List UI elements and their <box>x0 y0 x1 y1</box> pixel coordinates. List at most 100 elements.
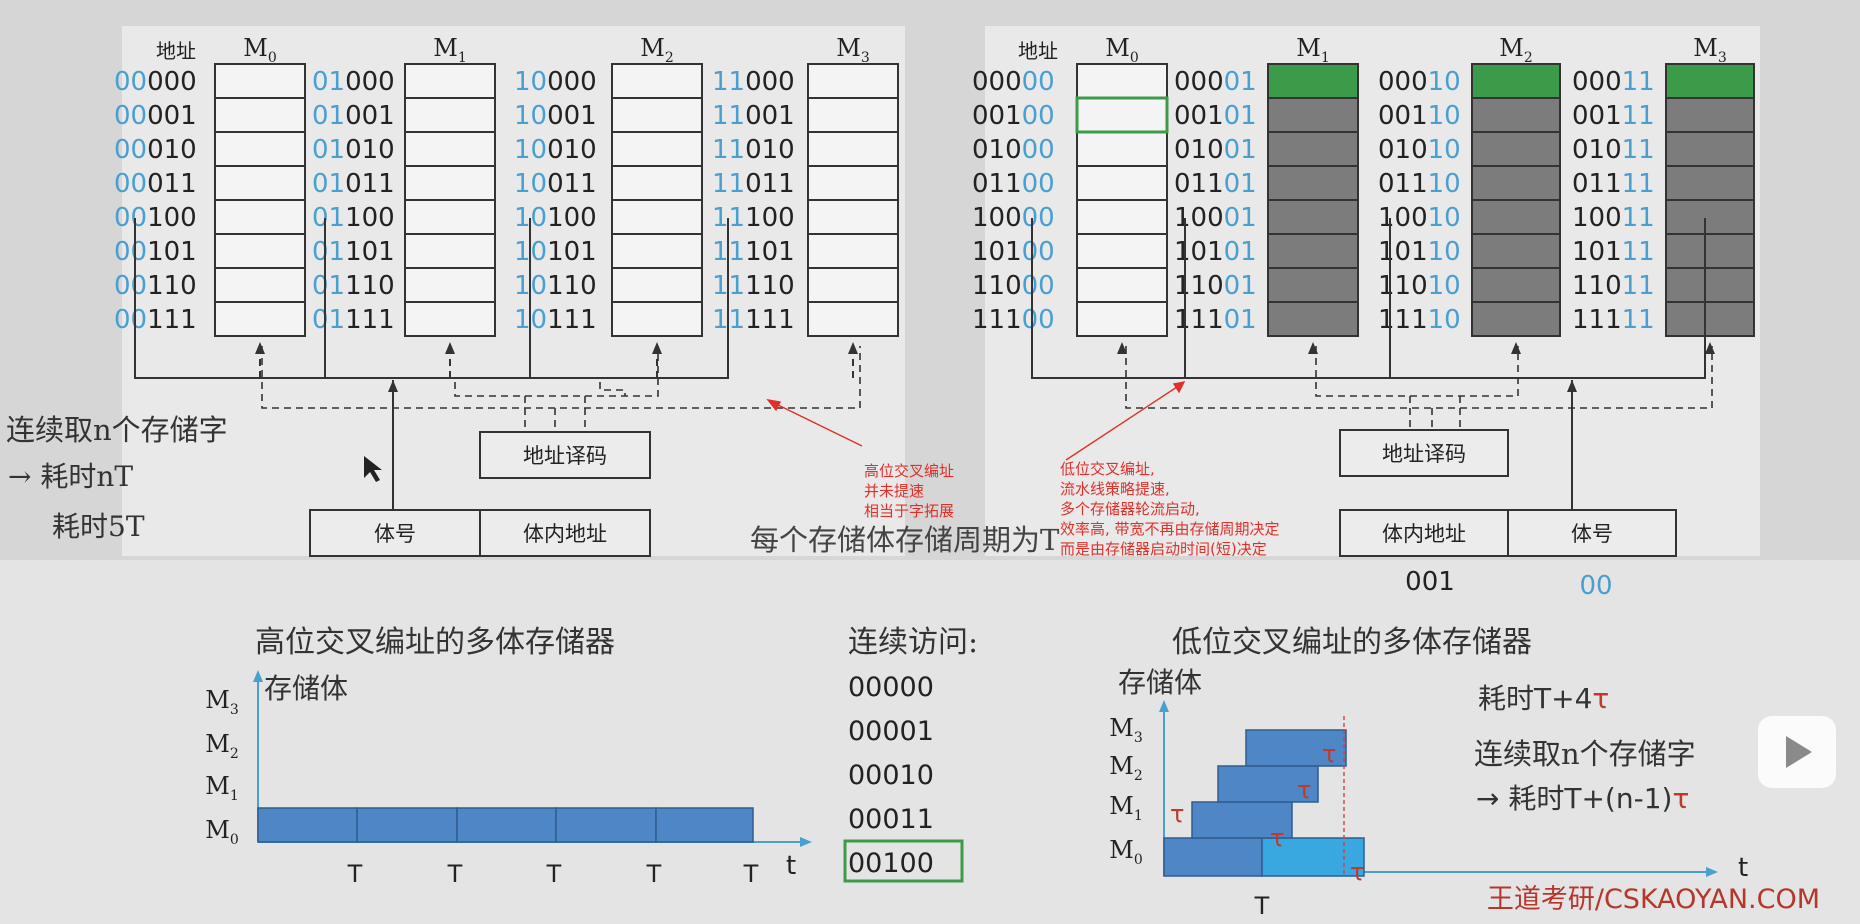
memory-cell <box>1076 165 1168 201</box>
address-label: 10111 <box>514 305 597 335</box>
address-suffix: 101 <box>345 237 395 267</box>
address-label: 00001 <box>114 101 197 131</box>
address-prefix: 01 <box>312 305 345 335</box>
address-suffix: 01 <box>1224 203 1257 233</box>
timing-bar <box>555 807 657 843</box>
memory-cell <box>404 199 496 235</box>
memory-cell <box>807 233 899 269</box>
memory-cell <box>1471 131 1561 167</box>
memory-cell <box>611 301 703 337</box>
address-suffix: 001 <box>345 101 395 131</box>
memory-cell <box>1665 165 1755 201</box>
highlight-cell <box>1075 96 1169 134</box>
address-label: 10010 <box>514 135 597 165</box>
address-suffix: 10 <box>1428 203 1461 233</box>
annotation-low-line: 低位交叉编址, <box>1060 460 1155 478</box>
memory-cell <box>807 301 899 337</box>
address-label: 00011 <box>1572 67 1655 97</box>
address-label: 00101 <box>114 237 197 267</box>
address-prefix: 011 <box>1572 169 1622 199</box>
bank-name: M3 <box>836 34 870 66</box>
bank-subscript: 3 <box>1718 50 1727 66</box>
pipeline-bar-m3 <box>1245 729 1347 767</box>
address-suffix: 001 <box>547 101 597 131</box>
address-label: 01101 <box>312 237 395 267</box>
address-label: 00001 <box>1174 67 1257 97</box>
address-prefix: 100 <box>1572 203 1622 233</box>
cost-line3-prefix: → 耗时T+(n-1) <box>1476 782 1672 815</box>
address-suffix: 100 <box>745 203 795 233</box>
address-prefix: 00 <box>114 67 147 97</box>
cost-prefix: 耗时T+4 <box>1478 682 1592 715</box>
sequence-highlight <box>843 839 964 883</box>
play-icon[interactable] <box>1758 716 1836 788</box>
address-label: 11001 <box>712 101 795 131</box>
address-suffix: 00 <box>1022 101 1055 131</box>
address-prefix: 010 <box>972 135 1022 165</box>
memory-cell <box>1471 199 1561 235</box>
address-suffix: 01 <box>1224 169 1257 199</box>
address-suffix: 01 <box>1224 101 1257 131</box>
sequence-item: 00000 <box>848 672 934 703</box>
address-label: 00010 <box>1378 67 1461 97</box>
address-suffix: 10 <box>1428 237 1461 267</box>
memory-cell <box>1471 97 1561 133</box>
bank-subscript: 2 <box>1134 768 1143 784</box>
address-prefix: 000 <box>1174 67 1224 97</box>
t-tick-label: T <box>447 860 463 888</box>
address-suffix: 01 <box>1224 237 1257 267</box>
address-label: 00100 <box>972 101 1055 131</box>
bank-name: M0 <box>1109 836 1143 868</box>
memory-cell <box>404 63 496 99</box>
address-label: 11011 <box>1572 271 1655 301</box>
address-suffix: 000 <box>547 67 597 97</box>
left-field-bank: 体号 <box>374 522 416 546</box>
address-prefix: 001 <box>1174 101 1224 131</box>
memory-cell <box>1471 267 1561 303</box>
memory-cell <box>611 233 703 269</box>
address-label: 00110 <box>114 271 197 301</box>
memory-cell <box>1076 301 1168 337</box>
address-label: 01100 <box>312 203 395 233</box>
memory-cell <box>404 267 496 303</box>
address-prefix: 11 <box>712 135 745 165</box>
address-label: 10100 <box>972 237 1055 267</box>
address-prefix: 110 <box>972 271 1022 301</box>
bank-subscript: 1 <box>1134 808 1143 824</box>
annotation-high: 高位交叉编址 并未提速 相当于字拓展 <box>864 462 954 520</box>
right-value-inner: 001 <box>1405 567 1455 597</box>
memory-cell <box>1267 301 1359 337</box>
address-label: 00111 <box>114 305 197 335</box>
address-prefix: 110 <box>1572 271 1622 301</box>
address-suffix: 000 <box>745 67 795 97</box>
annotation-low-line: 而是由存储器启动时间(短)决定 <box>1060 540 1267 558</box>
address-suffix: 01 <box>1224 67 1257 97</box>
bank-subscript: 0 <box>268 50 277 66</box>
address-label: 01011 <box>312 169 395 199</box>
address-label: 01001 <box>312 101 395 131</box>
address-prefix: 100 <box>1378 203 1428 233</box>
memory-cell <box>1471 233 1561 269</box>
memory-cell <box>1076 267 1168 303</box>
high-interleave-diagram: 地址 M000000000010001000011001000010100110… <box>114 34 899 557</box>
pipeline-bar-m1 <box>1191 801 1293 839</box>
address-suffix: 00 <box>1022 237 1055 267</box>
address-label: 01111 <box>1572 169 1655 199</box>
memory-cell <box>807 63 899 99</box>
memory-cell <box>807 267 899 303</box>
annotation-low: 低位交叉编址, 流水线策略提速, 多个存储器轮流启动, 效率高, 带宽不再由存储… <box>1060 460 1280 558</box>
address-suffix: 100 <box>547 203 597 233</box>
address-prefix: 100 <box>1174 203 1224 233</box>
address-label: 01000 <box>312 67 395 97</box>
cost-line-3: → 耗时T+(n-1)τ <box>1476 782 1689 815</box>
bank-letter: M <box>1109 792 1134 820</box>
address-label: 01111 <box>312 305 395 335</box>
bottom-right-title: 低位交叉编址的多体存储器 <box>1172 625 1532 660</box>
address-label: 01010 <box>1378 135 1461 165</box>
memory-cell <box>1076 97 1168 133</box>
address-prefix: 01 <box>312 67 345 97</box>
